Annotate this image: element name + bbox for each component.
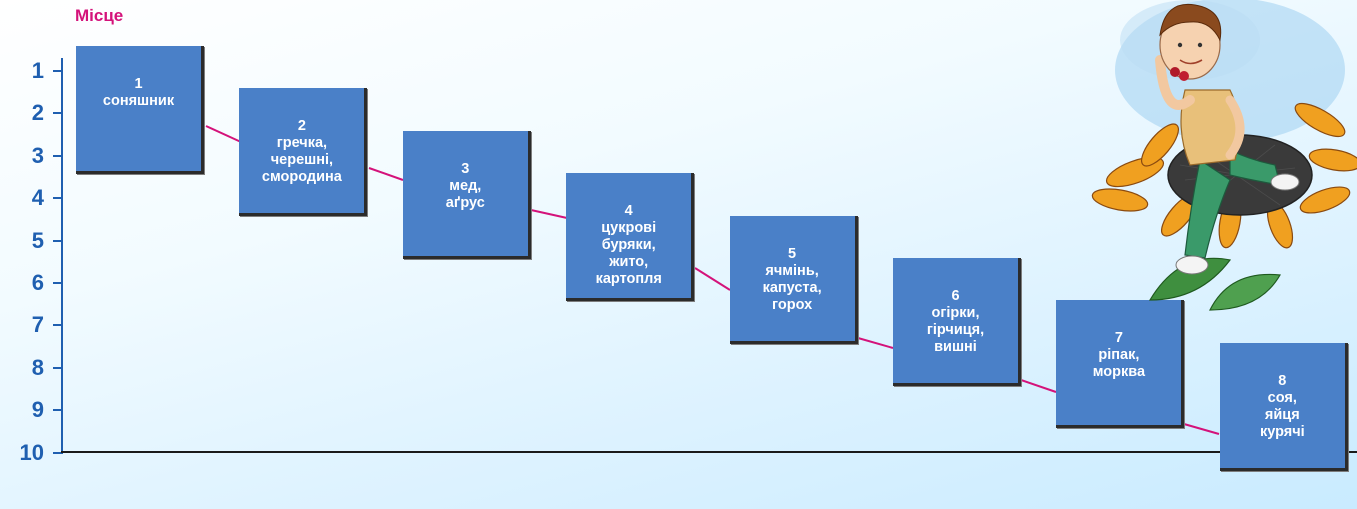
rank-label-5: 5	[31, 227, 44, 253]
place-item: ріпак,	[1098, 347, 1140, 364]
place-item: жито,	[609, 254, 649, 271]
connector-6-7	[1020, 379, 1057, 393]
place-number: 1	[134, 76, 143, 92]
rank-tick-9	[53, 409, 63, 412]
place-item: морква	[1092, 364, 1146, 381]
place-item: гірчиця,	[926, 322, 985, 338]
rank-label-7: 7	[31, 312, 44, 338]
place-item: соя,	[1267, 389, 1297, 406]
place-item: горох	[772, 296, 813, 313]
place-number: 7	[1114, 330, 1123, 347]
rank-tick-1	[53, 70, 63, 72]
connector-2-3	[368, 167, 404, 181]
rank-tick-8	[53, 366, 63, 369]
place-item: огірки,	[931, 305, 980, 321]
rank-tick-7	[53, 324, 63, 327]
rank-label-10: 10	[19, 439, 44, 465]
axis-title: Місце	[75, 6, 124, 25]
rank-tick-4	[53, 197, 63, 200]
connector-1-2	[205, 125, 242, 143]
place-number: 3	[461, 160, 470, 177]
rank-label-1: 1	[31, 58, 44, 83]
boy-on-sunflower-illustration	[1091, 0, 1357, 311]
place-item: аґрус	[445, 194, 485, 211]
rank-tick-10	[53, 451, 63, 454]
vertical-axis-line	[61, 58, 63, 453]
place-item: черешні,	[270, 152, 334, 169]
place-item: гречка,	[276, 135, 328, 152]
rank-tick-6	[53, 282, 63, 284]
connector-5-6	[857, 337, 894, 349]
place-number: 8	[1278, 372, 1287, 389]
place-item: яйця	[1264, 406, 1300, 423]
rank-label-4: 4	[31, 185, 44, 211]
rank-tick-3	[53, 154, 63, 157]
rank-label-3: 3	[31, 142, 44, 168]
place-item: соняшник	[102, 93, 175, 109]
place-item: ячмінь,	[765, 262, 819, 279]
place-item: курячі	[1259, 423, 1305, 440]
place-item: капуста,	[762, 279, 822, 296]
rank-label-2: 2	[31, 100, 44, 126]
place-item: буряки,	[601, 237, 656, 254]
connector-3-4	[530, 209, 568, 219]
connector-7-8	[1183, 423, 1220, 435]
place-item: вишні	[934, 339, 977, 355]
baseline	[61, 451, 1357, 453]
place-item: мед,	[449, 177, 482, 194]
place-number: 5	[788, 245, 797, 262]
place-item: смородина	[261, 169, 342, 186]
place-number: 6	[951, 288, 960, 304]
place-item: картопля	[595, 271, 662, 288]
rank-label-6: 6	[31, 270, 44, 295]
rank-tick-2	[53, 112, 63, 115]
place-number: 4	[624, 203, 633, 220]
connector-4-5	[694, 267, 731, 291]
place-number: 2	[297, 118, 306, 135]
rank-label-8: 8	[31, 354, 44, 380]
place-item: цукрові	[601, 220, 657, 237]
rank-label-9: 9	[31, 397, 44, 423]
rank-tick-5	[53, 239, 63, 242]
